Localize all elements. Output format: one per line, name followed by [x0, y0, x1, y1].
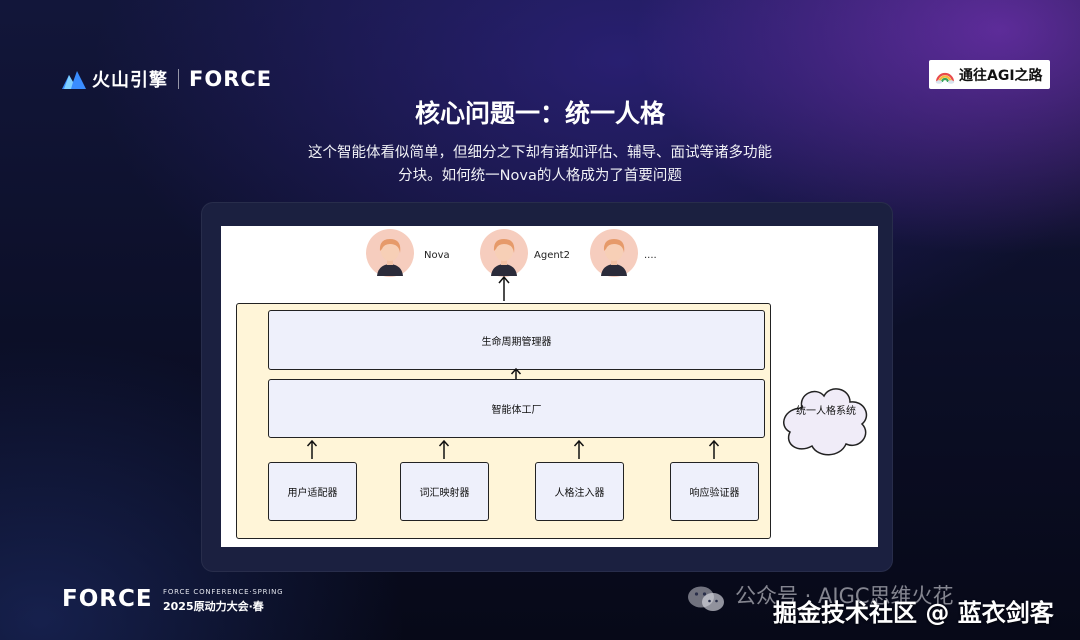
up-arrow-icon [573, 439, 585, 459]
subtitle-line-1: 这个智能体看似简单，但细分之下却有诸如评估、辅导、面试等诸多功能 [308, 145, 772, 161]
force-logo-text: FORCE [189, 67, 273, 91]
volcano-engine-name: 火山引擎 [92, 70, 168, 91]
module-label: 人格注入器 [554, 488, 605, 499]
wechat-icon [688, 586, 724, 611]
agent-factory-box: 智能体工厂 [268, 379, 765, 438]
module-response-validator: 响应验证器 [670, 462, 759, 521]
event-force-logo: FORCE [62, 586, 153, 612]
up-arrow-icon [438, 439, 450, 459]
volcano-engine-logo: 火山引擎 FORCE [62, 66, 272, 92]
module-label: 响应验证器 [689, 488, 740, 499]
event-tagline: FORCE CONFERENCE·SPRING [163, 588, 284, 596]
module-persona-injector: 人格注入器 [535, 462, 624, 521]
lifecycle-manager-label: 生命周期管理器 [481, 336, 552, 348]
slide-subtitle: 这个智能体看似简单，但细分之下却有诸如评估、辅导、面试等诸多功能 分块。如何统一… [240, 142, 840, 188]
volcano-logo-icon [62, 71, 86, 89]
watermark-account: 公众号 · AIGC思维火花 [735, 584, 954, 608]
lifecycle-manager-box: 生命周期管理器 [268, 310, 765, 370]
event-title: 2025原动力大会·春 [163, 600, 264, 613]
slide-title: 核心问题一：统一人格 [414, 99, 665, 128]
more-agents-avatar-icon [590, 229, 638, 277]
module-vocabulary-mapper: 词汇映射器 [400, 462, 489, 521]
nova-avatar-icon [366, 229, 414, 277]
up-arrow-icon [306, 439, 318, 459]
up-arrow-icon [498, 275, 510, 301]
module-label: 词汇映射器 [419, 488, 470, 499]
logo-divider [178, 69, 179, 89]
module-label: 用户适配器 [287, 488, 338, 499]
agent-name-more: .... [644, 250, 657, 261]
agent2-avatar-icon [480, 229, 528, 277]
watermark-juejin: 掘金技术社区 @ 蓝衣剑客 [773, 599, 1054, 627]
rainbow-icon [935, 72, 955, 84]
cloud-label: 统一人格系统 [796, 406, 856, 417]
badge-text: 通往AGI之路 [959, 67, 1043, 84]
up-arrow-icon [708, 439, 720, 459]
agent-name-agent2: Agent2 [534, 250, 570, 261]
agent-name-nova: Nova [424, 250, 450, 261]
agent-factory-label: 智能体工厂 [491, 405, 542, 416]
agi-road-badge: 通往AGI之路 [929, 60, 1050, 89]
cloud-shape-icon [783, 388, 868, 456]
module-user-adapter: 用户适配器 [268, 462, 357, 521]
subtitle-line-2: 分块。如何统一Nova的人格成为了首要问题 [398, 168, 682, 184]
